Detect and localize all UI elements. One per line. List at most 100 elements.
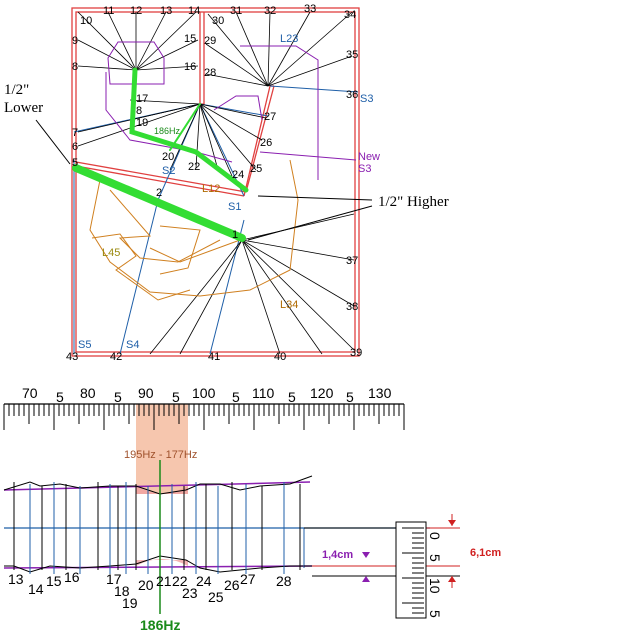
node-27: 27	[264, 111, 276, 123]
profile-num-20: 20	[138, 577, 154, 593]
node-19: 19	[136, 117, 148, 129]
node-37: 37	[346, 255, 358, 267]
ruler-label-85: 5	[114, 389, 122, 405]
label-186hz-plan: 186Hz	[154, 126, 181, 136]
side-label-5: 5	[427, 554, 443, 562]
node-6: 6	[72, 141, 78, 153]
ruler-label-115: 5	[288, 389, 296, 405]
node-22: 22	[188, 161, 200, 173]
node-36: 36	[346, 89, 358, 101]
profile-186hz: 186Hz	[140, 617, 180, 633]
side-label-15: 5	[427, 610, 443, 618]
dim-large: 6,1cm	[470, 547, 501, 559]
profile-num-16: 16	[64, 569, 80, 585]
note-higher: 1/2" Higher	[378, 194, 449, 210]
node-20: 20	[162, 151, 174, 163]
node-12: 12	[130, 5, 142, 17]
ruler-labels: 70 5 80 5 90 5 100 5 110 5 120 5 130	[22, 385, 392, 405]
ruler-label-95: 5	[172, 389, 180, 405]
pointer-lines	[35, 119, 373, 241]
label-s4: S4	[126, 339, 139, 351]
dimension-markers: 1,4cm 6,1cm	[322, 514, 501, 588]
orange-lines	[89, 159, 299, 301]
node-41: 41	[208, 351, 220, 363]
profile-num-26: 26	[224, 577, 240, 593]
profile-numbers: 13 14 15 16 17 18 19 20 21 22 23 24 25 2…	[8, 569, 292, 633]
label-s5: S5	[78, 339, 91, 351]
node-18: 8	[136, 105, 142, 117]
node-33: 33	[304, 3, 316, 15]
profile-num-28: 28	[276, 573, 292, 589]
ruler-label-125: 5	[346, 389, 354, 405]
node-7: 7	[72, 127, 78, 139]
node-42: 42	[110, 351, 122, 363]
room-walls	[71, 7, 360, 357]
node-5: 5	[72, 157, 78, 169]
profile-num-15: 15	[46, 573, 62, 589]
ruler-label-105: 5	[232, 389, 240, 405]
label-l34: L34	[280, 299, 298, 311]
node-31: 31	[230, 5, 242, 17]
band-label: 195Hz - 177Hz	[124, 449, 197, 461]
label-s2: S2	[162, 165, 175, 177]
profile-num-13: 13	[8, 571, 24, 587]
ruler-label-120: 120	[310, 385, 334, 401]
label-new-s3: S3	[358, 163, 371, 175]
green-highlights	[72, 67, 249, 242]
note-lower-1: 1/2"	[4, 82, 29, 98]
node-10: 10	[80, 15, 92, 27]
label-l23: L23	[280, 33, 298, 45]
plan-labels: L23 S3 New S3 S2 L12 S1 L45 L34 S5 S4 18…	[4, 33, 449, 351]
node-15: 15	[184, 33, 196, 45]
node-35: 35	[346, 49, 358, 61]
profile-num-21: 21	[156, 573, 172, 589]
ruler-label-130: 130	[368, 385, 392, 401]
ruler-label-75: 5	[56, 389, 64, 405]
profile-num-24: 24	[196, 573, 212, 589]
node-11: 11	[103, 5, 114, 17]
node-26: 26	[260, 137, 272, 149]
ruler-label-100: 100	[192, 385, 216, 401]
node-43: 43	[66, 351, 78, 363]
ruler: 70 5 80 5 90 5 100 5 110 5 120 5 130 195…	[3, 385, 405, 494]
side-label-0: 0	[427, 532, 443, 540]
node-39: 39	[350, 347, 362, 359]
node-34: 34	[344, 9, 356, 21]
profile-num-25: 25	[208, 589, 224, 605]
label-s1: S1	[228, 201, 241, 213]
profile	[3, 460, 460, 614]
blue-lines	[73, 85, 359, 355]
label-new: New	[358, 151, 380, 163]
radiating-lines	[77, 11, 355, 355]
side-ruler: 0 5 10 5	[395, 521, 443, 619]
node-30: 30	[212, 15, 224, 27]
node-38: 38	[346, 301, 358, 313]
profile-num-27: 27	[240, 571, 256, 587]
label-s3: S3	[360, 93, 373, 105]
label-l12: L12	[202, 183, 220, 195]
profile-num-18: 18	[114, 583, 130, 599]
node-1: 1	[232, 229, 238, 241]
node-32: 32	[264, 5, 276, 17]
profile-num-23: 23	[182, 585, 198, 601]
node-2: 2	[156, 187, 162, 199]
note-lower-2: Lower	[4, 100, 43, 116]
purple-lines	[105, 41, 357, 180]
node-40: 40	[274, 351, 286, 363]
ruler-label-80: 80	[80, 385, 96, 401]
dim-small: 1,4cm	[322, 549, 353, 561]
side-label-10: 10	[427, 578, 443, 594]
node-28: 28	[204, 67, 216, 79]
profile-num-14: 14	[28, 581, 44, 597]
ruler-label-90: 90	[138, 385, 154, 401]
profile-num-17: 17	[106, 571, 122, 587]
node-29: 29	[204, 35, 216, 47]
node-16: 16	[184, 61, 196, 73]
node-24: 24	[232, 169, 244, 181]
ruler-label-110: 110	[252, 385, 275, 401]
profile-num-22: 22	[172, 573, 188, 589]
node-9: 9	[72, 35, 78, 47]
profile-num-19: 19	[122, 595, 138, 611]
node-8: 8	[72, 61, 78, 73]
